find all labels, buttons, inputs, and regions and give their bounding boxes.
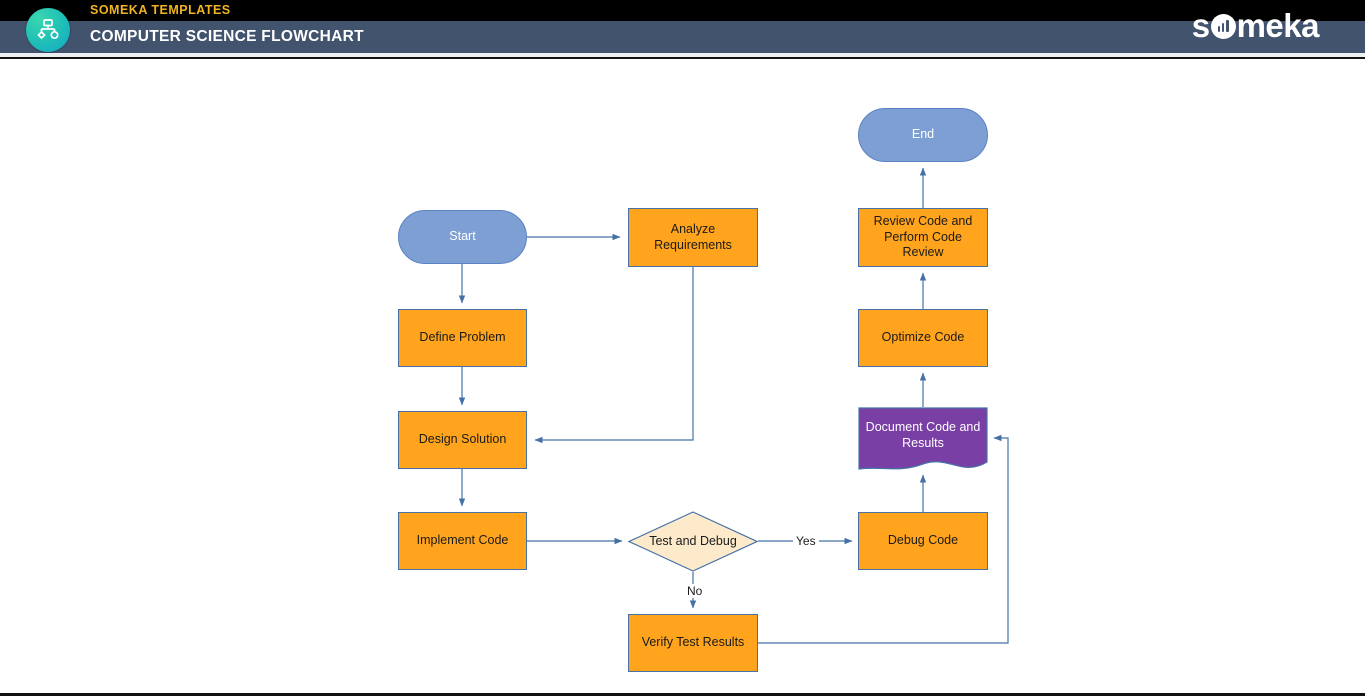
node-debug-code-label: Debug Code [887, 533, 959, 548]
node-verify-test-results-label: Verify Test Results [641, 635, 745, 650]
node-define-problem-label: Define Problem [419, 330, 506, 345]
node-end[interactable]: End [858, 108, 988, 162]
node-analyze-requirements-label: Analyze Requirements [654, 221, 732, 252]
node-document-code-and-results-label: Document Code and Results [865, 420, 981, 450]
node-optimize-code[interactable]: Optimize Code [858, 309, 988, 367]
node-analyze-requirements[interactable]: Analyze Requirements [628, 208, 758, 267]
flowchart-canvas: Start Analyze Requirements Define Proble… [0, 59, 1365, 693]
bar-chart-icon [1210, 13, 1236, 39]
node-test-and-debug-label: Test and Debug [649, 533, 737, 548]
page-title: COMPUTER SCIENCE FLOWCHART [90, 28, 364, 45]
someka-logo-suffix: meka [1236, 7, 1320, 44]
header-divider-dark [0, 57, 1365, 59]
node-debug-code[interactable]: Debug Code [858, 512, 988, 570]
node-design-solution-label: Design Solution [418, 432, 507, 447]
node-review-code-label: Review Code and Perform Code Review [873, 214, 973, 260]
node-design-solution[interactable]: Design Solution [398, 411, 527, 469]
decision-shape [628, 511, 758, 572]
node-optimize-code-label: Optimize Code [881, 330, 965, 345]
flowchart-connectors [458, 167, 1009, 644]
node-implement-code-label: Implement Code [416, 533, 509, 548]
edge-analyze-design [534, 267, 694, 444]
node-start-label: Start [449, 229, 476, 244]
node-verify-test-results[interactable]: Verify Test Results [628, 614, 758, 672]
document-shape [858, 407, 988, 470]
edge-label-yes: Yes [793, 534, 819, 548]
node-test-and-debug[interactable]: Test and Debug [628, 511, 758, 572]
node-define-problem[interactable]: Define Problem [398, 309, 527, 367]
footer-divider [0, 693, 1365, 696]
node-end-label: End [911, 127, 935, 142]
header-title-bar [0, 21, 1365, 53]
node-start[interactable]: Start [398, 210, 527, 264]
template-kicker: SOMEKA TEMPLATES [90, 3, 231, 17]
header-divider-light [0, 53, 1365, 57]
someka-logo-prefix: s [1191, 7, 1210, 44]
node-document-code-and-results[interactable]: Document Code and Results [858, 407, 988, 475]
edge-verify-document [758, 434, 1009, 644]
edge-label-no: No [684, 584, 706, 598]
node-implement-code[interactable]: Implement Code [398, 512, 527, 570]
node-review-code[interactable]: Review Code and Perform Code Review [858, 208, 988, 267]
header-top-bar [0, 0, 1365, 21]
org-chart-icon [26, 8, 70, 52]
